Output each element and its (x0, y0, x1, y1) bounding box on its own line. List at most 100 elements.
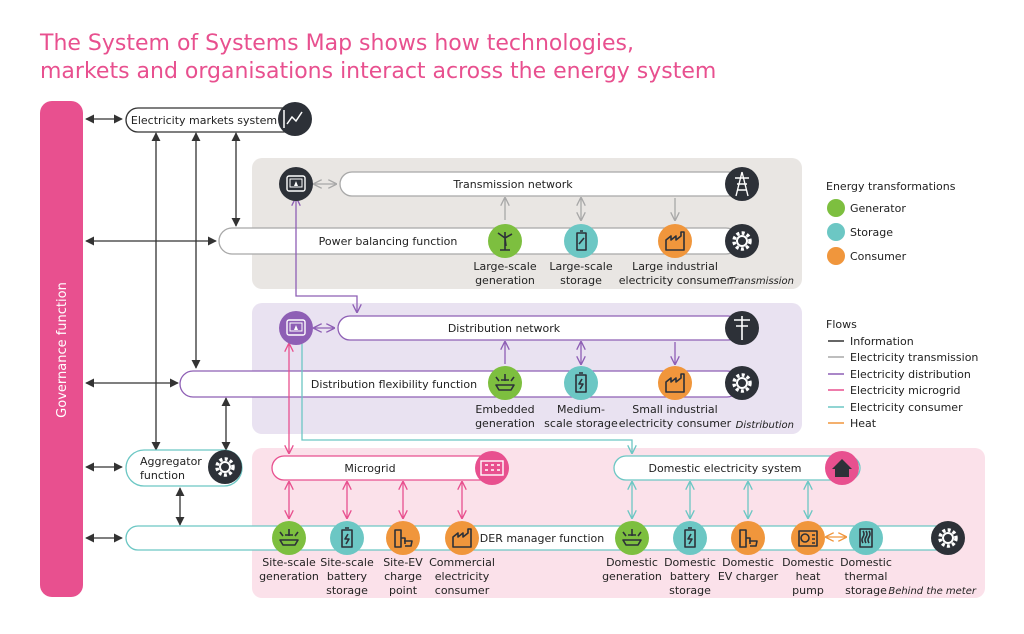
legend-information-item: Information (828, 335, 914, 348)
title-line-1: The System of Systems Map shows how tech… (40, 31, 634, 56)
house-icon[interactable] (825, 451, 859, 485)
btm-node-7[interactable] (791, 521, 825, 555)
btm-node-7-circle (791, 521, 825, 555)
btm-node-6[interactable] (731, 521, 765, 555)
btm-node-7-l2: heat (796, 570, 821, 583)
distribution-meter-icon[interactable] (279, 311, 313, 345)
title-line-2: markets and organisations interact acros… (40, 59, 717, 84)
aggregator-label-line1: Aggregator (140, 455, 202, 468)
wind-turbine-icon (497, 232, 513, 251)
btm-node-7-l3: pump (792, 584, 824, 597)
btm-node-2[interactable] (386, 521, 420, 555)
dx-node-2-label2: electricity consumer (619, 417, 732, 430)
btm-node-4-l1: Domestic (606, 556, 658, 569)
factory-icon (452, 528, 472, 548)
btm-node-1-l2: battery (327, 570, 368, 583)
legend-heat-label: Heat (850, 417, 877, 430)
btm-node-3-l3: consumer (435, 584, 490, 597)
transmission-gear-icon[interactable] (725, 224, 759, 258)
tx-node-2-label1: Large industrial (632, 260, 718, 273)
dx-node-2[interactable] (658, 366, 692, 400)
transmission-zone-label: Transmission (729, 276, 794, 287)
distribution-network-label: Distribution network (448, 322, 561, 335)
tx-node-1[interactable] (564, 224, 598, 258)
dx-node-2-circle (658, 366, 692, 400)
heat-pump-icon (798, 530, 818, 547)
btm-node-0-l2: generation (259, 570, 319, 583)
transmission-meter-icon[interactable] (279, 167, 313, 201)
btm-node-6-l1: Domestic (722, 556, 774, 569)
distribution-flexibility-function-label: Distribution flexibility function (311, 378, 477, 391)
tx-node-2-circle (658, 224, 692, 258)
btm-node-6-l2: EV charger (718, 570, 779, 583)
btm-node-2-l1: Site-EV (383, 556, 423, 569)
solar-icon (622, 529, 642, 546)
transmission-tower-icon[interactable] (725, 167, 759, 201)
governance-function-label: Governance function (55, 282, 70, 418)
legend-heat-item: Heat (828, 417, 877, 430)
legend-consumer-item: Consumer (827, 247, 907, 265)
btm-node-5-l1: Domestic (664, 556, 716, 569)
electricity-markets-system-label: Electricity markets system (131, 114, 277, 127)
btm-node-2-l3: point (389, 584, 418, 597)
btm-node-1-l1: Site-scale (320, 556, 374, 569)
btm-node-8[interactable] (849, 521, 883, 555)
legend-generator-label: Generator (850, 202, 906, 215)
microgrid-label: Microgrid (344, 462, 395, 475)
btm-node-4-circle (615, 521, 649, 555)
dx-node-1-label2: scale storage (544, 417, 618, 430)
legend-consumer-flow-label: Electricity consumer (850, 401, 963, 414)
btm-node-5-l3: storage (669, 584, 711, 597)
dx-node-1-circle (564, 366, 598, 400)
btm-node-5[interactable] (673, 521, 707, 555)
tx-node-2[interactable] (658, 224, 692, 258)
transformation-nodes (272, 224, 883, 555)
aggregator-label-line2: function (140, 469, 185, 482)
factory-icon (665, 231, 685, 251)
legend-storage-swatch (827, 223, 845, 241)
dx-node-1[interactable] (564, 366, 598, 400)
aggregator-gear-icon[interactable] (208, 450, 242, 484)
governance-function-bar[interactable] (40, 101, 83, 597)
distribution-gear-icon[interactable] (725, 366, 759, 400)
legend-microgrid-label: Electricity microgrid (850, 384, 961, 397)
der-manager-gear-icon[interactable] (931, 521, 965, 555)
dx-node-0-circle (488, 366, 522, 400)
btm-node-3-l1: Commercial (429, 556, 495, 569)
legend-consumer-label: Consumer (850, 250, 907, 263)
btm-node-3[interactable] (445, 521, 479, 555)
distribution-pole-icon[interactable] (725, 311, 759, 345)
btm-node-0-l1: Site-scale (262, 556, 316, 569)
btm-node-3-l2: electricity (435, 570, 490, 583)
dx-node-2-label1: Small industrial (632, 403, 717, 416)
solar-icon (495, 374, 515, 391)
dx-node-0[interactable] (488, 366, 522, 400)
btm-node-7-l1: Domestic (782, 556, 834, 569)
dx-to-domestic-link (301, 344, 632, 453)
distribution-zone-label: Distribution (736, 420, 794, 431)
btm-node-1-circle (330, 521, 364, 555)
legend-consumer-swatch (827, 247, 845, 265)
btm-node-4[interactable] (615, 521, 649, 555)
btm-node-1[interactable] (330, 521, 364, 555)
legend-generator-item: Generator (827, 199, 906, 217)
page-title: The System of Systems Map shows how tech… (40, 30, 800, 86)
btm-node-0[interactable] (272, 521, 306, 555)
btm-node-3-circle (445, 521, 479, 555)
ev-charger-icon (739, 529, 758, 548)
solar-icon (279, 529, 299, 546)
tx-node-0[interactable] (488, 224, 522, 258)
market-chart-icon[interactable] (278, 102, 312, 136)
legend-flows-title: Flows (826, 318, 857, 331)
domestic-electricity-system-box[interactable] (613, 455, 861, 481)
dx-node-1-label1: Medium- (557, 403, 605, 416)
btm-node-1-l3: storage (326, 584, 368, 597)
microgrid-building-icon[interactable] (475, 451, 509, 485)
behind-the-meter-zone (252, 448, 985, 598)
ev-charger-icon (394, 529, 413, 548)
legend-storage-label: Storage (850, 226, 893, 239)
transmission-network-label: Transmission network (452, 178, 573, 191)
legend-microgrid-item: Electricity microgrid (828, 384, 961, 397)
domestic-electricity-system-label: Domestic electricity system (648, 462, 801, 475)
